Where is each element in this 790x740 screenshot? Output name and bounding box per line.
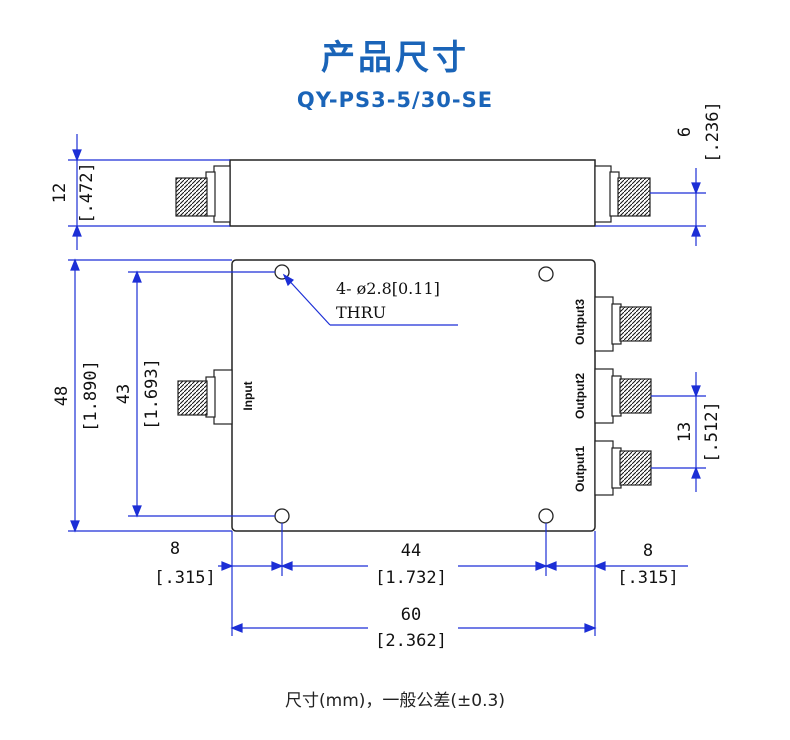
hole-note-leader: [282, 273, 458, 326]
mounting-hole: [538, 266, 554, 282]
dim-left-margin-mm: 8: [170, 539, 180, 559]
dim-overall-width-mm: 60: [401, 605, 421, 625]
dim-output-pitch: [651, 372, 706, 492]
dim-connector-offset-inch: [.236]: [703, 101, 723, 162]
dim-hole-spacing-vertical-mm: 43: [114, 384, 134, 404]
dim-hole-spacing-vertical-inch: [1.693]: [142, 358, 162, 430]
page-title: 产品尺寸: [321, 38, 469, 78]
dim-overall-width-inch: [2.362]: [375, 631, 447, 651]
dim-hole-spacing-horizontal-inch: [1.732]: [375, 568, 447, 588]
model-number: QY-PS3-5/30-SE: [296, 88, 494, 112]
dim-body-height-inch: [1.890]: [81, 360, 101, 432]
dim-output-pitch-mm: 13: [675, 422, 695, 442]
dim-connector-offset: [595, 168, 706, 246]
tolerance-caption: 尺寸(mm)，一般公差(±0.3): [285, 691, 505, 711]
port-label-output2: Output2: [573, 373, 587, 419]
dim-right-margin-mm: 8: [643, 541, 653, 561]
port-label-input: Input: [241, 381, 255, 410]
dim-hole-spacing-horizontal-mm: 44: [401, 541, 421, 561]
output3-connector: [594, 296, 652, 352]
dim-connector-offset-mm: 6: [675, 127, 695, 137]
port-label-output3: Output3: [573, 299, 587, 345]
port-label-output1: Output1: [573, 446, 587, 492]
dim-right-margin-inch: [.315]: [617, 568, 678, 588]
output2-connector: [594, 368, 652, 424]
input-connector: [177, 369, 233, 425]
hole-note-line2: THRU: [336, 303, 386, 322]
top-view: 4- ø2.8[0.11] THRU Input Output3 Output2: [52, 258, 722, 533]
mounting-hole: [274, 508, 290, 524]
mounting-hole: [538, 508, 554, 524]
dim-body-height-mm: 48: [52, 386, 72, 406]
dim-left-margin-inch: [.315]: [154, 568, 215, 588]
dim-output-pitch-inch: [.512]: [702, 401, 722, 462]
top-body-outline: [231, 259, 596, 532]
hole-note-line1: 4- ø2.8[0.11]: [336, 279, 440, 298]
dim-side-height: [68, 134, 230, 250]
side-left-connector: [175, 165, 231, 223]
bottom-dimensions: [218, 523, 688, 636]
dim-side-height-inch: [.472]: [77, 162, 97, 223]
side-right-connector: [594, 165, 651, 223]
output1-connector: [594, 440, 652, 496]
side-view: 12 [.472] 6 [.236]: [50, 101, 723, 250]
dim-body-height: [68, 258, 232, 533]
dim-hole-spacing-vertical: [128, 270, 275, 518]
side-body-outline: [229, 159, 596, 227]
dim-side-height-mm: 12: [50, 183, 70, 203]
